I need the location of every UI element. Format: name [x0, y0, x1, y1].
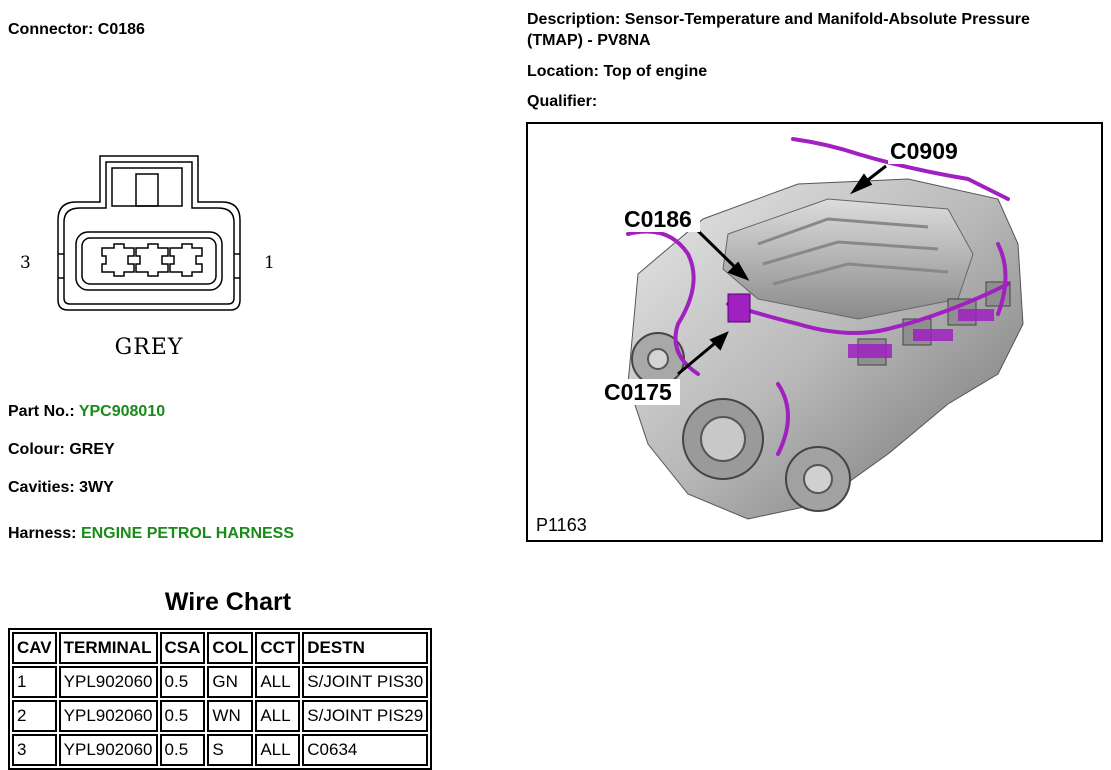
callout-bg-c0909 [888, 138, 966, 164]
cell-col: S [207, 734, 254, 766]
header-csa: CSA [159, 632, 206, 664]
cell-terminal: YPL902060 [58, 734, 158, 766]
cell-cct: ALL [255, 700, 301, 732]
engine-location-image: C0909 C0186 C0175 P1163 [526, 122, 1103, 542]
harness-link[interactable]: ENGINE PETROL HARNESS [80, 525, 295, 542]
cell-terminal: YPL902060 [58, 700, 158, 732]
cavity-left-number: 3 [20, 253, 31, 273]
table-row: 2 YPL902060 0.5 WN ALL S/JOINT PIS29 [12, 700, 429, 732]
cell-col: GN [207, 666, 254, 698]
connector-field: Connector: C0186 [8, 21, 145, 39]
harness-field: Harness: ENGINE PETROL HARNESS [8, 525, 294, 543]
description-value: Sensor-Temperature and Manifold-Absolute… [624, 11, 1030, 28]
cell-cav: 1 [12, 666, 57, 698]
description-value-line2: (TMAP) - PV8NA [527, 32, 651, 49]
connector-face-diagram: 3 1 GREY [20, 155, 275, 360]
header-col: COL [207, 632, 254, 664]
colour-value: GREY [69, 441, 115, 458]
wire-chart-table: CAV TERMINAL CSA COL CCT DESTN 1 YPL9020… [8, 628, 433, 770]
cell-col: WN [207, 700, 254, 732]
cell-cct: ALL [255, 734, 301, 766]
cell-csa: 0.5 [159, 700, 206, 732]
header-destn: DESTN [302, 632, 429, 664]
table-row: 3 YPL902060 0.5 S ALL C0634 [12, 734, 429, 766]
cavities-field: Cavities: 3WY [8, 479, 114, 497]
cell-cav: 3 [12, 734, 57, 766]
description-label: Description: [527, 11, 621, 28]
qualifier-label: Qualifier: [527, 93, 598, 110]
cell-csa: 0.5 [159, 666, 206, 698]
harness-label: Harness: [8, 525, 77, 542]
header-cav: CAV [12, 632, 57, 664]
part-no-label: Part No.: [8, 403, 75, 420]
location-field: Location: Top of engine [527, 63, 707, 81]
location-label: Location: [527, 63, 599, 80]
cavity-right-number: 1 [264, 253, 275, 273]
cell-destn: C0634 [302, 734, 429, 766]
callout-c0186: C0186 [624, 206, 692, 232]
callout-bg-c0186 [622, 206, 700, 232]
cell-destn: S/JOINT PIS29 [302, 700, 429, 732]
connector-value: C0186 [97, 21, 145, 38]
table-row: 1 YPL902060 0.5 GN ALL S/JOINT PIS30 [12, 666, 429, 698]
callout-c0175: C0175 [604, 379, 672, 405]
connector-color-text: GREY [115, 335, 184, 360]
callout-bg-c0175 [602, 379, 680, 405]
callout-c0909: C0909 [890, 138, 958, 164]
cell-csa: 0.5 [159, 734, 206, 766]
connector-label: Connector: [8, 21, 94, 38]
location-value: Top of engine [603, 63, 708, 80]
table-header-row: CAV TERMINAL CSA COL CCT DESTN [12, 632, 429, 664]
colour-label: Colour: [8, 441, 65, 458]
wire-chart-title: Wire Chart [164, 588, 292, 616]
cell-destn: S/JOINT PIS30 [302, 666, 429, 698]
colour-field: Colour: GREY [8, 441, 115, 459]
cavities-label: Cavities: [8, 479, 75, 496]
callout-arrows [677, 164, 887, 376]
header-cct: CCT [255, 632, 301, 664]
cell-terminal: YPL902060 [58, 666, 158, 698]
part-no-link[interactable]: YPC908010 [78, 403, 166, 420]
image-reference: P1163 [536, 515, 587, 535]
description-field: Description: Sensor-Temperature and Mani… [527, 11, 1030, 29]
header-terminal: TERMINAL [58, 632, 158, 664]
engine-illustration [626, 137, 1024, 520]
part-no-field: Part No.: YPC908010 [8, 403, 165, 421]
qualifier-field: Qualifier: [527, 93, 597, 111]
cell-cct: ALL [255, 666, 301, 698]
cell-cav: 2 [12, 700, 57, 732]
cavities-value: 3WY [79, 479, 114, 496]
